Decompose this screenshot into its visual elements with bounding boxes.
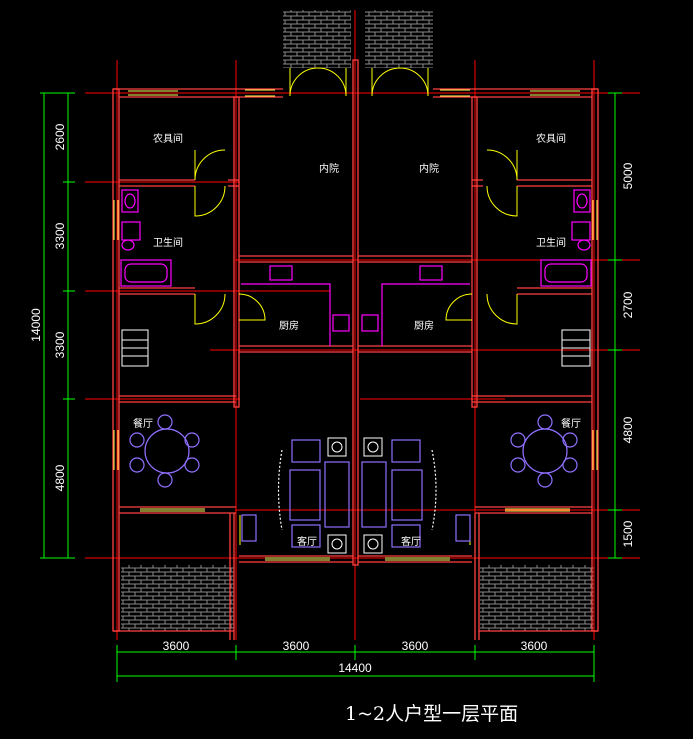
- furniture: [129, 414, 578, 548]
- brick-hatch-areas: [121, 10, 594, 631]
- dim-right-2: 2700: [621, 291, 635, 318]
- brick-bottom-right: [480, 565, 594, 631]
- drawing-title: 1~2人户型一层平面: [345, 703, 518, 725]
- end-tables: [327, 437, 383, 554]
- walls: [112, 59, 599, 640]
- dimension-lines: [40, 92, 622, 682]
- dim-left-3: 3300: [53, 331, 67, 358]
- dim-bottom-1: 3600: [163, 639, 190, 653]
- room-right-bath: 卫生间: [536, 236, 566, 249]
- doors: [194, 67, 518, 545]
- axis-grid: [85, 10, 640, 640]
- stairs: [121, 329, 591, 367]
- dim-bottom-3: 3600: [402, 639, 429, 653]
- dim-left-2: 3300: [53, 222, 67, 249]
- brick-top-right: [365, 10, 433, 68]
- dim-bottom-2: 3600: [283, 639, 310, 653]
- room-right-tool: 农具间: [536, 132, 566, 145]
- right-dimensions: 5000 2700 4800 1500: [621, 162, 635, 547]
- room-left-courtyard: 内院: [319, 162, 339, 175]
- brick-bottom-left: [121, 565, 234, 631]
- brick-top-left: [283, 10, 351, 68]
- windows: [113, 89, 598, 561]
- room-left-bath: 卫生间: [153, 236, 183, 249]
- room-left-tool: 农具间: [153, 132, 183, 145]
- room-right-dining: 餐厅: [561, 417, 581, 430]
- room-left-living: 客厅: [297, 535, 317, 548]
- fixtures: [120, 189, 592, 346]
- dim-right-4: 1500: [621, 520, 635, 547]
- dim-bottom-4: 3600: [521, 639, 548, 653]
- dim-right-3: 4800: [621, 416, 635, 443]
- dim-left-4: 4800: [53, 464, 67, 491]
- room-right-living: 客厅: [401, 535, 421, 548]
- room-left-kitchen: 厨房: [279, 319, 299, 332]
- room-labels: 农具间 内院 内院 农具间 卫生间 卫生间 厨房 厨房 餐厅 餐厅 客厅 客厅: [133, 132, 581, 548]
- dim-left-total: 14000: [29, 308, 43, 342]
- bottom-dimensions: 3600 3600 3600 3600 14400: [163, 639, 548, 675]
- room-right-courtyard: 内院: [419, 162, 439, 175]
- dim-left-1: 2600: [53, 123, 67, 150]
- room-right-kitchen: 厨房: [414, 319, 434, 332]
- room-left-dining: 餐厅: [133, 417, 153, 430]
- dim-right-1: 5000: [621, 162, 635, 189]
- dim-bottom-total: 14400: [338, 661, 372, 675]
- left-dimensions: 2600 3300 3300 4800 14000: [29, 123, 67, 491]
